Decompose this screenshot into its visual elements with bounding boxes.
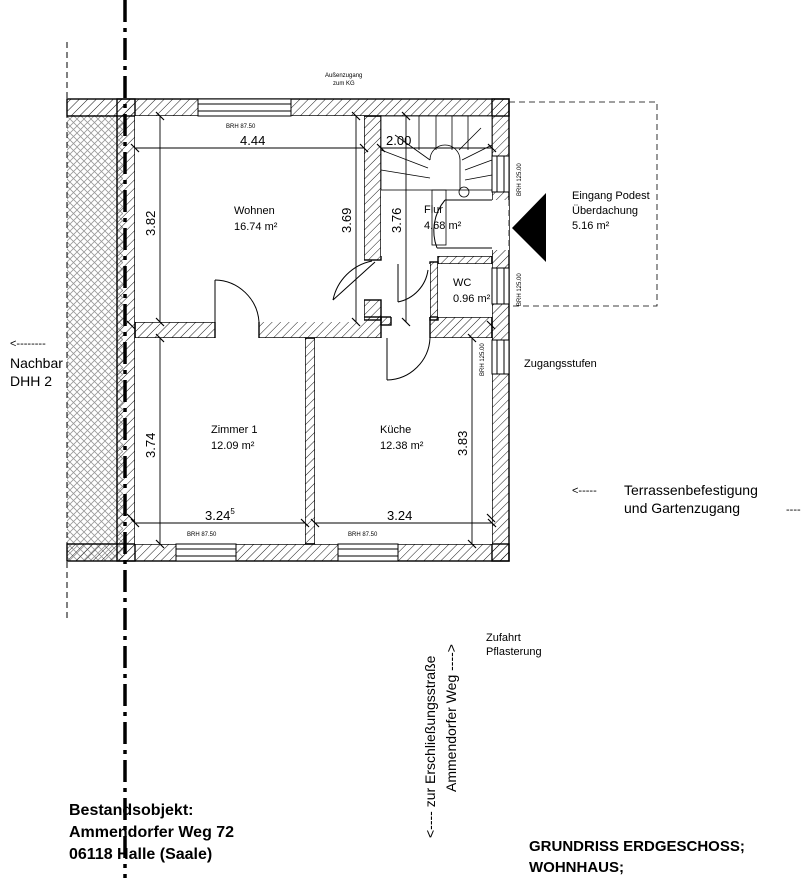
- entrance-canopy-outline: [508, 101, 658, 307]
- room-area-wc: 0.96 m²: [453, 293, 491, 305]
- drawing-title-line-2: WOHNHAUS;: [529, 859, 624, 876]
- title-line-2: Ammendorfer Weg 72: [69, 824, 235, 841]
- room-name-zimmer1: Zimmer 1: [211, 424, 257, 436]
- nachbar-label: Nachbar: [10, 355, 63, 371]
- zufahrt-label: Zufahrt: [486, 632, 521, 644]
- ueberdachung-label: Überdachung: [572, 205, 638, 217]
- room-name-flur: Flur: [424, 204, 443, 216]
- eingang-area: 5.16 m²: [572, 220, 610, 232]
- room-area-flur: 4.68 m²: [424, 220, 462, 232]
- dim-flur-height: 3.76: [389, 208, 404, 233]
- aussenzugang-label: Außenzugang: [325, 73, 362, 79]
- pflasterung-label: Pflasterung: [486, 646, 542, 658]
- room-area-wohnen: 16.74 m²: [234, 221, 278, 233]
- ammendorfer-weg-label: Ammendorfer Weg ---->: [443, 644, 459, 792]
- dim-wohnen-width: 4.44: [240, 133, 265, 148]
- doors: [214, 199, 492, 381]
- brh-label-bottom-left: BRH 87.50: [187, 532, 217, 538]
- title-line-1: Bestandsobjekt:: [69, 802, 194, 819]
- dim-wohnen-inner-height: 3.69: [339, 208, 354, 233]
- dim-kueche-height: 3.83: [455, 431, 470, 456]
- brh-label-top: BRH 87.50: [226, 124, 256, 130]
- dim-zimmer-width: 3.245: [205, 507, 235, 523]
- dim-flur-width: 2.00: [386, 133, 411, 148]
- zugangsstufen-label: Zugangsstufen: [524, 358, 597, 370]
- entrance-arrow-icon: [512, 193, 546, 262]
- room-name-wohnen: Wohnen: [234, 205, 275, 217]
- brh-label-right-1: BRH 125.00: [517, 163, 523, 196]
- brh-label-right-2: BRH 125.00: [517, 273, 523, 306]
- brh-label-bottom-right: BRH 87.50: [348, 532, 378, 538]
- brh-label-right-3: BRH 125.00: [480, 343, 486, 376]
- room-name-kueche: Küche: [380, 424, 411, 436]
- eingang-label: Eingang Podest: [572, 190, 650, 202]
- dim-kueche-width: 3.24: [387, 508, 412, 523]
- nachbar-arrow: <--------: [10, 338, 46, 350]
- room-area-kueche: 12.38 m²: [380, 440, 424, 452]
- strasse-label: <---- zur Erschließungsstraße: [422, 655, 438, 838]
- room-area-zimmer1: 12.09 m²: [211, 440, 255, 452]
- dim-zimmer-height: 3.74: [143, 433, 158, 458]
- room-name-wc: WC: [453, 277, 471, 289]
- terrasse-dashes: ----: [786, 504, 801, 516]
- aussenzugang-sub-label: zum KG: [333, 81, 355, 87]
- gartenzugang-label: und Gartenzugang: [624, 500, 740, 516]
- interior-walls: [134, 115, 493, 545]
- title-line-3: 06118 Halle (Saale): [69, 846, 213, 863]
- neighbour-wall-area: [67, 115, 123, 561]
- dimension-ticks: [126, 111, 497, 549]
- terrasse-label: Terrassenbefestigung: [624, 482, 758, 498]
- dhh-label: DHH 2: [10, 373, 52, 389]
- windows: [175, 98, 510, 562]
- dim-wohnen-height: 3.82: [143, 211, 158, 236]
- drawing-title: GRUNDRISS ERDGESCHOSS; WOHNHAUS;: [529, 836, 745, 878]
- dimension-lines: [135, 116, 492, 544]
- terrasse-arrow: <-----: [572, 485, 597, 497]
- title-block: Bestandsobjekt: Ammendorfer Weg 72 06118…: [69, 800, 234, 866]
- staircase: [380, 115, 493, 246]
- drawing-title-line-1: GRUNDRISS ERDGESCHOSS;: [529, 838, 745, 855]
